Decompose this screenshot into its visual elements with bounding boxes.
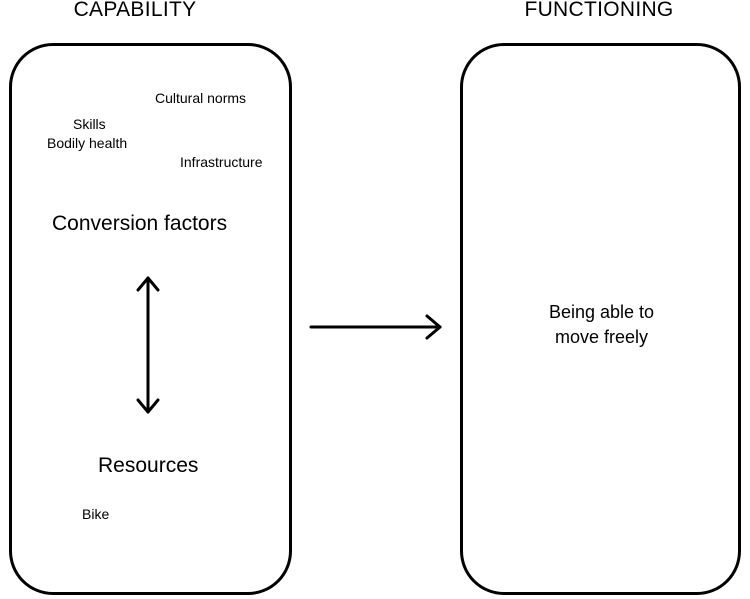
conversion-factors-label: Conversion factors (52, 212, 228, 235)
bodily-health-label: Bodily health (47, 135, 128, 151)
functioning-heading: FUNCTIONING (524, 0, 674, 21)
double-arrow-top-head (136, 276, 160, 292)
skills-label: Skills (73, 116, 106, 132)
resources-label: Resources (98, 454, 199, 477)
capability-box (9, 43, 292, 595)
right-arrow-head (425, 314, 442, 340)
double-headed-arrow (136, 276, 160, 414)
functioning-line-2: move freely (554, 327, 649, 347)
functioning-box (460, 43, 741, 595)
cultural-norms-label: Cultural norms (155, 90, 247, 106)
right-arrow (309, 314, 442, 340)
functioning-line-1: Being able to (548, 302, 655, 322)
capability-heading: CAPABILITY (73, 0, 197, 21)
infrastructure-label: Infrastructure (180, 154, 263, 170)
double-arrow-bottom-head (136, 398, 160, 414)
functioning-description: Being able to move freely (500, 300, 703, 350)
bike-label: Bike (82, 506, 110, 522)
